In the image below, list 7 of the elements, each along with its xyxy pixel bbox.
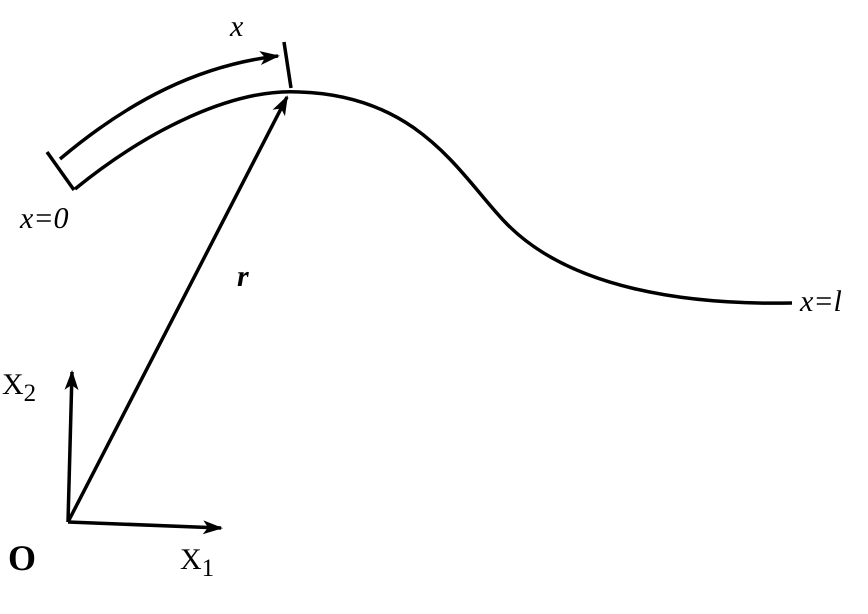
boundary-label: x=0	[20, 204, 69, 234]
origin-label: O	[8, 540, 36, 576]
axis-label: X$_{1}$	[180, 545, 214, 581]
boundary-label: x=l	[800, 287, 842, 317]
axis-label: X$_{2}$	[2, 370, 36, 406]
variable-label: x	[230, 12, 244, 42]
vector-label: r	[237, 262, 249, 292]
